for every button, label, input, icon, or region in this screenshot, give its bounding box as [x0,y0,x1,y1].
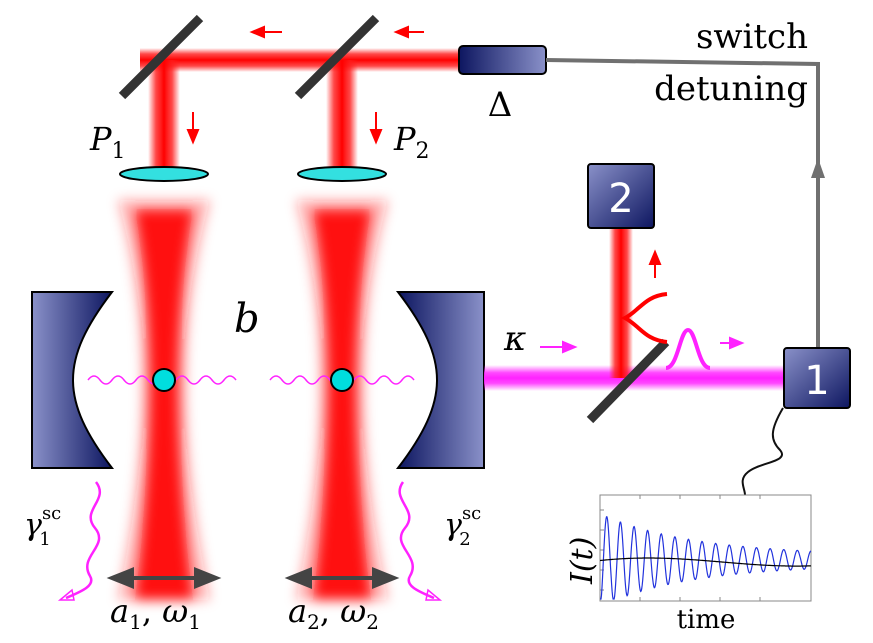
double-arrow-1 [106,567,222,589]
p2-label: P2 [393,120,430,164]
atom-1 [152,368,176,392]
mirror-top-left [118,14,204,100]
cavity-mirror-left [31,291,115,469]
wire-arrow-head [811,158,825,178]
control-wire [545,58,820,350]
detector-2-label: 2 [608,176,633,222]
inset-frame [599,494,812,602]
gamma2-arrowhead [425,588,443,601]
beam-p2-vertical [326,60,358,170]
p1-label: P1 [89,120,126,164]
lens-p2 [297,166,387,182]
beam-splitter [586,338,670,424]
detector-box-1 [783,347,851,409]
cavity-mirror-right [395,291,485,469]
inset-x-label: time [677,605,736,635]
kappa-label: κ [503,319,526,359]
mirror-top-middle [294,14,380,100]
beam-to-detector-2 [609,228,633,378]
mode-1-label: a1, ω1 [110,592,201,634]
b-label: b [234,296,260,342]
magenta-arrows [540,336,745,354]
oscillation-trace [600,516,812,600]
switch-label: switch [696,17,808,57]
inset-y-label: I(t) [565,537,600,585]
magenta-pulse [665,327,711,370]
tweezer-beam-2 [296,200,388,600]
beam-p1-vertical [148,60,180,170]
intensity-inset: I(t) time [565,494,812,635]
top-laser-beam [140,48,460,72]
red-arrows [186,25,662,278]
gamma1-wiggle [65,481,102,600]
red-pulse [620,292,668,344]
gamma1-arrowhead [57,588,75,601]
delta-label: Δ [488,85,513,125]
lens-p1 [119,166,209,182]
mode-2-label: a2, ω2 [288,592,379,634]
tweezer-beam-1 [118,200,210,600]
detector-box-2 [587,163,655,229]
atom-2 [330,368,354,392]
detuning-box [458,45,547,75]
detuning-label: detuning [654,69,808,109]
gamma2-wiggle [398,481,435,600]
envelope-trace [600,557,812,567]
signal-cable [741,407,784,496]
detector-1-label: 1 [804,358,829,404]
double-arrow-2 [284,567,400,589]
